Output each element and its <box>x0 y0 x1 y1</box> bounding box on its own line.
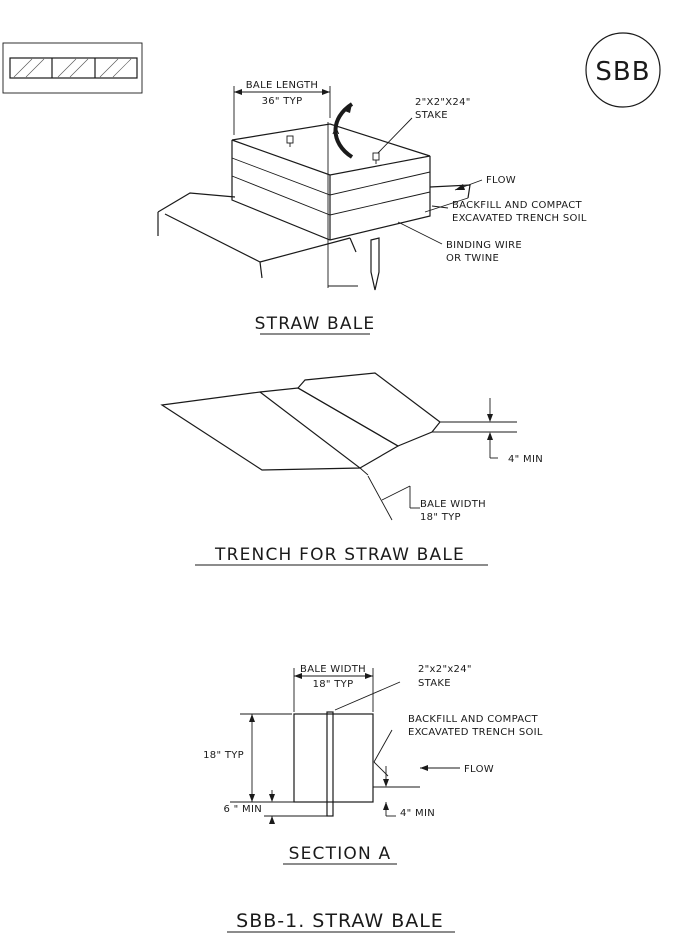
stake-label: STAKE <box>415 110 448 121</box>
section-stake-size-label: 2"x2"x24" <box>418 664 472 675</box>
binding-wire-label-line2: OR TWINE <box>446 253 499 264</box>
section-flow-label: FLOW <box>464 764 494 775</box>
section-a-title: SECTION A <box>289 844 392 864</box>
stake-size-label: 2"X2"X24" <box>415 97 471 108</box>
trench-depth-label: 4" MIN <box>508 454 543 465</box>
sheet-title: SBB-1. STRAW BALE <box>236 910 444 932</box>
straw-bale-isometric-view: A BALE LENGTH 36" TYP 2"X2"X24" STAKE FL… <box>157 80 587 335</box>
section-embed-label: 6 " MIN <box>224 804 262 815</box>
bale-row-legend-symbol <box>2 42 143 94</box>
sbb-symbol-text: SBB <box>595 57 650 87</box>
trench-width-label: BALE WIDTH <box>420 499 486 510</box>
section-bale-width-label: BALE WIDTH <box>300 664 366 675</box>
section-a-marker: A <box>332 126 339 137</box>
section-backfill-label-line1: BACKFILL AND COMPACT <box>408 714 539 725</box>
binding-wire-label-line1: BINDING WIRE <box>446 240 522 251</box>
trench-width-value: 18" TYP <box>420 512 461 523</box>
section-depth-label: 4" MIN <box>400 808 435 819</box>
section-backfill-label-line2: EXCAVATED TRENCH SOIL <box>408 727 543 738</box>
straw-bale-title: STRAW BALE <box>255 314 376 334</box>
trench-title: TRENCH FOR STRAW BALE <box>214 545 465 565</box>
backfill-label-line2: EXCAVATED TRENCH SOIL <box>452 213 587 224</box>
bale-length-label: BALE LENGTH <box>246 80 318 91</box>
flow-label: FLOW <box>486 175 516 186</box>
backfill-label-line1: BACKFILL AND COMPACT <box>452 200 583 211</box>
section-stake-label: STAKE <box>418 678 451 689</box>
section-a-view: BALE WIDTH 18" TYP 2"x2"x24" STAKE BACKF… <box>203 664 543 865</box>
bale-length-value: 36" TYP <box>262 96 303 107</box>
trench-isometric-view: 4" MIN BALE WIDTH 18" TYP TRENCH FOR STR… <box>160 372 543 566</box>
section-bale-width-value: 18" TYP <box>313 679 354 690</box>
sbb-symbol-circle: SBB <box>585 32 661 108</box>
section-height-label: 18" TYP <box>203 750 244 761</box>
